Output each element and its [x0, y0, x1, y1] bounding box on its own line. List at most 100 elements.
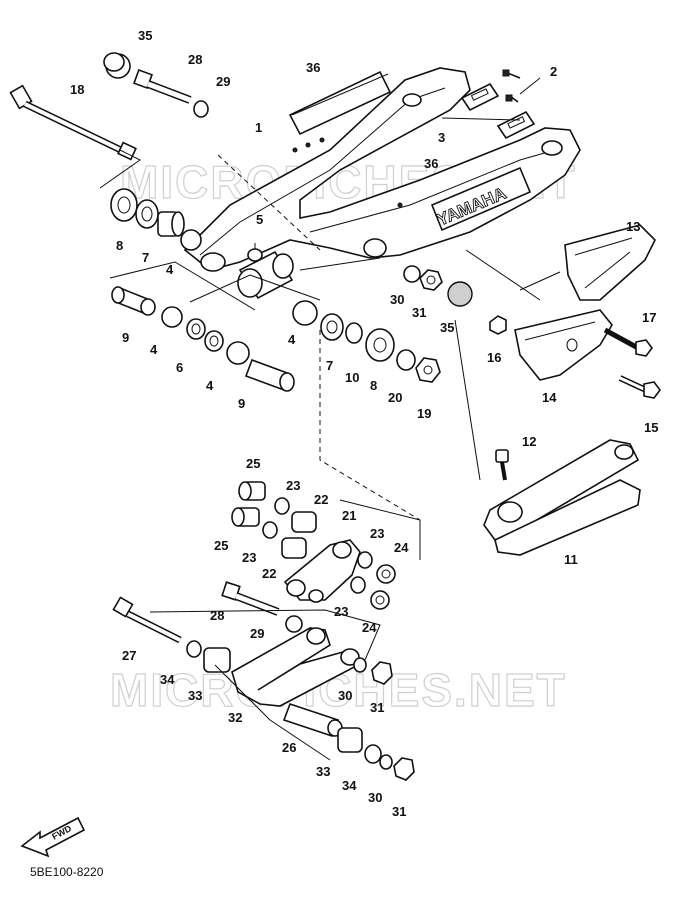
- callout-9-upper: 9: [122, 330, 129, 345]
- callout-4-b: 4: [206, 378, 214, 393]
- collar-8-right: [365, 328, 395, 362]
- callout-36-top: 36: [306, 60, 320, 75]
- nut-31-right: [419, 269, 443, 291]
- collar-33-upper: [203, 647, 231, 673]
- collar-5: [247, 243, 263, 262]
- callout-8-left: 8: [116, 238, 123, 253]
- callout-33-lower: 33: [316, 764, 330, 779]
- bushing-24-a: [376, 564, 396, 584]
- chain-guide-14: [514, 309, 613, 381]
- callout-7-right: 7: [326, 358, 333, 373]
- callout-5: 5: [256, 212, 263, 227]
- fwd-arrow-icon: FWD: [20, 816, 86, 858]
- collar-22-a: [291, 511, 317, 533]
- callout-10: 10: [345, 370, 359, 385]
- nut-31-lower-a: [371, 661, 393, 685]
- callout-19: 19: [417, 406, 431, 421]
- cap-35-top: [103, 52, 131, 79]
- washer-29-lower: [285, 615, 303, 633]
- callout-31-right: 31: [412, 305, 426, 320]
- callout-4-left: 4: [166, 262, 174, 277]
- bearing-4-b: [226, 341, 250, 365]
- callout-26: 26: [282, 740, 296, 755]
- washer-30-right: [403, 265, 421, 283]
- callout-29-top: 29: [216, 74, 230, 89]
- callout-28-lower: 28: [210, 608, 224, 623]
- bolt-27: [112, 596, 182, 644]
- callout-31-lower-a: 31: [370, 700, 384, 715]
- callout-15: 15: [644, 420, 658, 435]
- callout-11: 11: [564, 552, 578, 567]
- assembly-lines: [99, 73, 561, 761]
- seal-7-right: [320, 313, 344, 341]
- bolt-15: [618, 375, 661, 399]
- callout-25-b: 25: [214, 538, 228, 553]
- collar-33-lower: [337, 727, 363, 753]
- bushing-9-lower: [244, 358, 295, 392]
- swingarm: YAMAHA: [183, 67, 581, 272]
- washer-34-lower: [364, 744, 382, 764]
- bolt-17: [603, 327, 653, 357]
- bushing-24-b: [370, 590, 390, 610]
- washer-23-a: [274, 497, 290, 515]
- nut-16: [489, 315, 507, 335]
- callout-3: 3: [438, 130, 445, 145]
- callout-36-decal: 36: [424, 156, 438, 171]
- callout-24-a: 24: [394, 540, 409, 555]
- callout-24-b: 24: [362, 620, 377, 635]
- callout-31-lower-b: 31: [392, 804, 406, 819]
- washer-23-b: [262, 521, 278, 539]
- callout-22-a: 22: [314, 492, 328, 507]
- washer-20: [396, 349, 416, 371]
- callout-6: 6: [176, 360, 183, 375]
- callouts: 35 28 29 36 18 1 2 3 36 8 7 4 5 30 31 35…: [70, 28, 658, 819]
- bolts-2: [502, 69, 521, 103]
- callout-1: 1: [255, 120, 262, 135]
- callout-32: 32: [228, 710, 242, 725]
- callout-7-left: 7: [142, 250, 149, 265]
- callout-34-lower: 34: [342, 778, 357, 793]
- callout-20: 20: [388, 390, 402, 405]
- seals-6: [186, 318, 224, 352]
- callout-34-upper: 34: [160, 672, 175, 687]
- callout-18: 18: [70, 82, 84, 97]
- chain-guide-13: [564, 224, 656, 301]
- bolt-28-lower: [221, 581, 280, 616]
- cap-35-right: [447, 281, 473, 307]
- washer-23-c: [357, 551, 373, 569]
- pivot-collar-center: [237, 250, 294, 300]
- washer-30-lower-b: [379, 754, 393, 770]
- decal-36: [288, 70, 392, 136]
- callout-29-lower: 29: [250, 626, 264, 641]
- bushing-9-upper: [111, 286, 156, 316]
- collar-25-b: [231, 507, 260, 527]
- bolt-28-top: [133, 69, 192, 104]
- nut-19: [415, 357, 441, 383]
- washer-23-d: [350, 576, 366, 594]
- connecting-rod-11: [483, 439, 641, 556]
- callout-23-d: 23: [334, 604, 348, 619]
- callout-28-top: 28: [188, 52, 202, 67]
- washer-10: [345, 322, 363, 344]
- callout-23-c: 23: [370, 526, 384, 541]
- callout-30-lower-a: 30: [338, 688, 352, 703]
- pivot-shaft-18: [9, 84, 137, 161]
- adjuster-plates-3: [460, 82, 536, 140]
- callout-14: 14: [542, 390, 557, 405]
- washer-34-upper: [186, 640, 202, 658]
- callout-22-b: 22: [262, 566, 276, 581]
- callout-33-upper: 33: [188, 688, 202, 703]
- callout-23-a: 23: [286, 478, 300, 493]
- callout-30-right: 30: [390, 292, 404, 307]
- callout-4-a: 4: [150, 342, 158, 357]
- callout-2: 2: [550, 64, 557, 79]
- nut-31-lower-b: [393, 757, 415, 781]
- washer-30-lower-a: [353, 657, 367, 673]
- relay-arm-21: [283, 539, 361, 603]
- callout-35-top: 35: [138, 28, 152, 43]
- bearing-4-c: [292, 300, 318, 326]
- callout-8-right: 8: [370, 378, 377, 393]
- bolt-12: [495, 449, 509, 481]
- callout-16: 16: [487, 350, 501, 365]
- callout-13: 13: [626, 219, 640, 234]
